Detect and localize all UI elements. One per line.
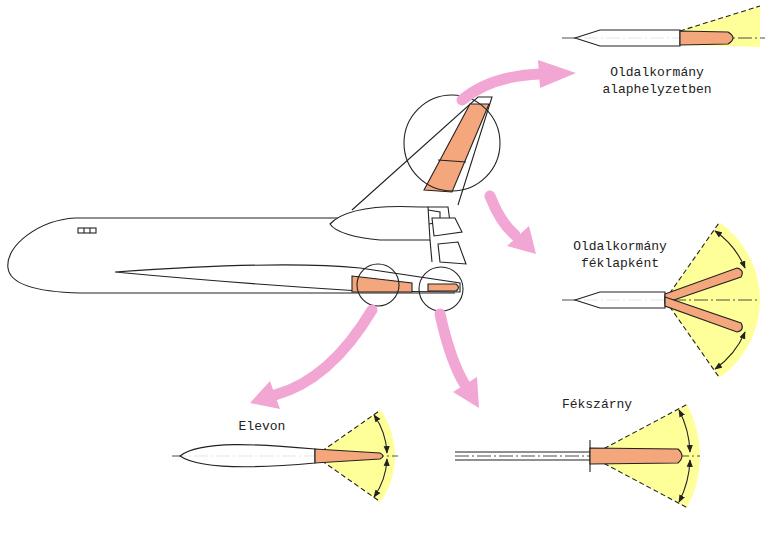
deflection-range: [680, 6, 760, 47]
deflection-range: [315, 410, 395, 502]
body-flap: [428, 284, 459, 291]
deflection-arc: [374, 415, 387, 453]
deflection-arc: [715, 332, 745, 369]
fin-section: [575, 292, 665, 308]
range-limit: [680, 6, 760, 31]
elevon: [352, 276, 412, 292]
callout-arrow: [490, 196, 515, 235]
wing: [115, 265, 460, 292]
deflection-arc: [679, 410, 690, 452]
detail-circle: [419, 267, 463, 311]
view-caption: Fékszárny: [547, 396, 647, 413]
callout-arrowhead: [453, 377, 479, 408]
vertical-tail: [352, 97, 492, 210]
elevon-section: [315, 449, 383, 463]
deflection-arc: [679, 460, 690, 502]
main-engine: [438, 242, 466, 264]
body-flap-section: [590, 448, 682, 464]
rudder-split: [438, 160, 466, 162]
callout-arrow: [440, 314, 465, 385]
callout-arrow: [462, 74, 540, 100]
callout-arrowhead: [250, 381, 280, 409]
rudder-section: [680, 31, 733, 45]
view-caption: Oldalkormány féklapként: [565, 238, 675, 272]
callout-arrowhead: [507, 226, 536, 254]
oms-pod: [330, 206, 430, 240]
rudder-panel: [665, 268, 742, 303]
rudder: [424, 104, 489, 192]
wing-section: [180, 445, 315, 467]
deflection-arc: [715, 231, 745, 268]
main-engine: [432, 218, 462, 236]
rudder-panel: [665, 297, 742, 332]
detail-circle: [357, 264, 399, 306]
view-caption: Elevon: [217, 418, 307, 435]
deflection-arc: [374, 459, 387, 497]
detail-circle: [404, 95, 500, 191]
range-limit: [590, 404, 687, 507]
cockpit-window: [84, 228, 90, 233]
view-caption: Oldalkormány alaphelyzetben: [596, 64, 718, 98]
callout-arrow: [275, 310, 372, 395]
fin-section: [575, 30, 680, 46]
callout-arrowhead: [538, 60, 576, 88]
cockpit-window: [78, 228, 96, 233]
